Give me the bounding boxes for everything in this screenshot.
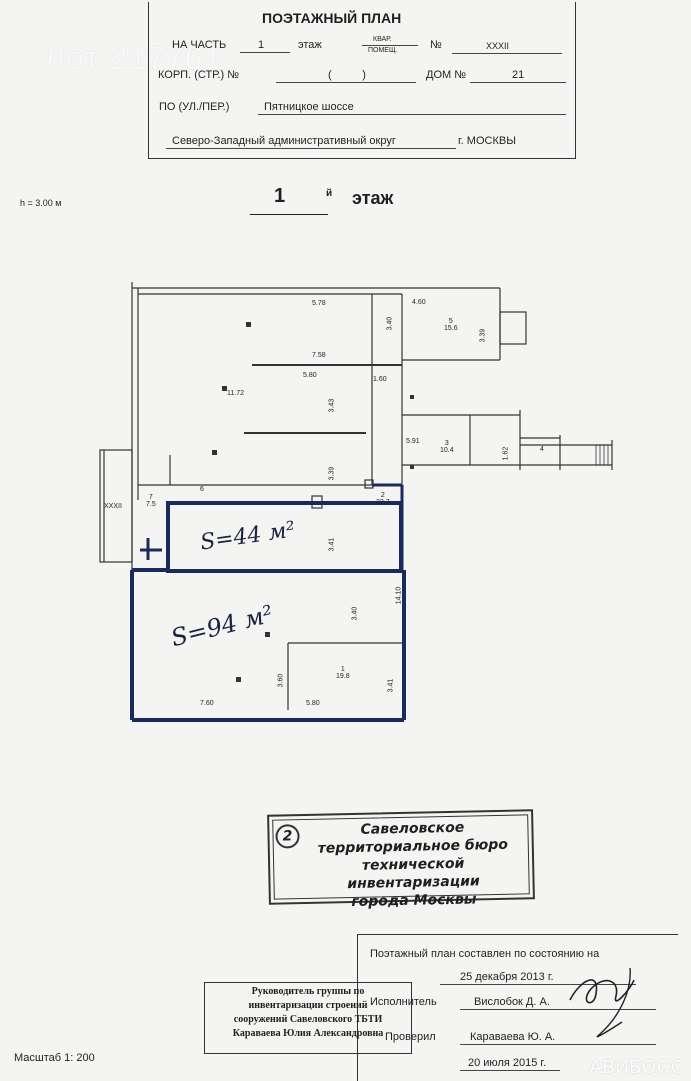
stamp-line: города Москвы [351, 891, 477, 911]
room-label: 6 [200, 486, 204, 493]
street-value: Пятницкое шоссе [264, 101, 354, 113]
kvar-label: КВАР. [373, 36, 392, 43]
dim: 3.43 [328, 398, 336, 413]
signature-block [357, 934, 678, 1081]
no-label: № [430, 39, 442, 51]
dim: 4.60 [412, 299, 426, 306]
korp-label: КОРП. (СТР.) № [158, 69, 239, 81]
room-label: 4 [540, 446, 544, 453]
checker-name: Караваева Ю. А. [470, 1031, 556, 1043]
executor-label: Исполнитель [370, 996, 437, 1008]
dim: 3.40 [351, 606, 359, 621]
checker-label: Проверил [385, 1031, 436, 1043]
floor-word: этаж [352, 188, 394, 208]
floor-number: 1 [274, 185, 286, 207]
chast-label: НА ЧАСТЬ [172, 39, 227, 51]
lot-watermark: Лот 217761 [44, 40, 223, 76]
height-label: h = 3.00 м [20, 198, 62, 208]
dom-label: ДОМ № [426, 69, 467, 81]
dim: 3.41 [387, 678, 395, 693]
plan-title: ПОЭТАЖНЫЙ ПЛАН [262, 10, 402, 26]
head-line: Руководитель группы по [251, 986, 365, 997]
executor-name: Вислобок Д. А. [474, 996, 550, 1008]
street-label: ПО (УЛ./ПЕР.) [159, 101, 230, 113]
dom-value: 21 [512, 69, 525, 81]
chast-value: 1 [258, 39, 265, 51]
head-line: инвентаризации строений [248, 1000, 368, 1011]
floor-plan [99, 282, 613, 722]
head-line: Караваева Юлия Александровна [232, 1028, 384, 1039]
head-line: сооружений Савеловского ТБТИ [233, 1014, 383, 1025]
dim: 3.39 [328, 466, 336, 481]
dim: 5.80 [303, 372, 317, 379]
dim: 7.58 [312, 352, 326, 359]
etazh-label: этаж [298, 39, 322, 51]
header-box [148, 2, 576, 159]
floor-suffix: й [326, 188, 333, 199]
dim: 7.60 [200, 700, 214, 707]
dim: 5.78 [312, 300, 326, 307]
brand-watermark: АВИБОСС [589, 1057, 685, 1077]
dim: 3.60 [277, 673, 285, 688]
dim: 3.39 [479, 328, 487, 343]
korp-value: ( ) [328, 69, 366, 81]
dim: 14.10 [395, 586, 403, 605]
pomesh-label: ПОМЕЩ. [368, 47, 398, 54]
state-line: Поэтажный план составлен по состоянию на [370, 948, 600, 960]
dim: 3.40 [386, 316, 394, 331]
xxxii-mark: XXXII [104, 503, 122, 510]
date-2: 20 июля 2015 г. [468, 1057, 547, 1069]
scale-label: Масштаб 1: 200 [14, 1052, 95, 1064]
stamp-line: технической инвентаризации [347, 855, 480, 893]
dim: 11.72 [227, 390, 244, 397]
dim: 1.60 [373, 376, 387, 383]
dim: 1.62 [502, 446, 510, 461]
handwritten-signature [569, 967, 635, 1038]
date-1: 25 декабря 2013 г. [460, 971, 554, 983]
bti-stamp: 2 Савеловское территориальное бюро техни… [267, 809, 535, 910]
no-value: XXXII [486, 41, 510, 51]
dim: 5.91 [406, 438, 420, 445]
dim: 3.41 [328, 537, 336, 552]
city-value: г. МОСКВЫ [458, 135, 516, 147]
dim: 5.80 [306, 700, 320, 707]
okrug-value: Северо-Западный административный округ [172, 135, 396, 147]
head-signature-box: Руководитель группы по инвентаризации ст… [204, 982, 412, 1054]
